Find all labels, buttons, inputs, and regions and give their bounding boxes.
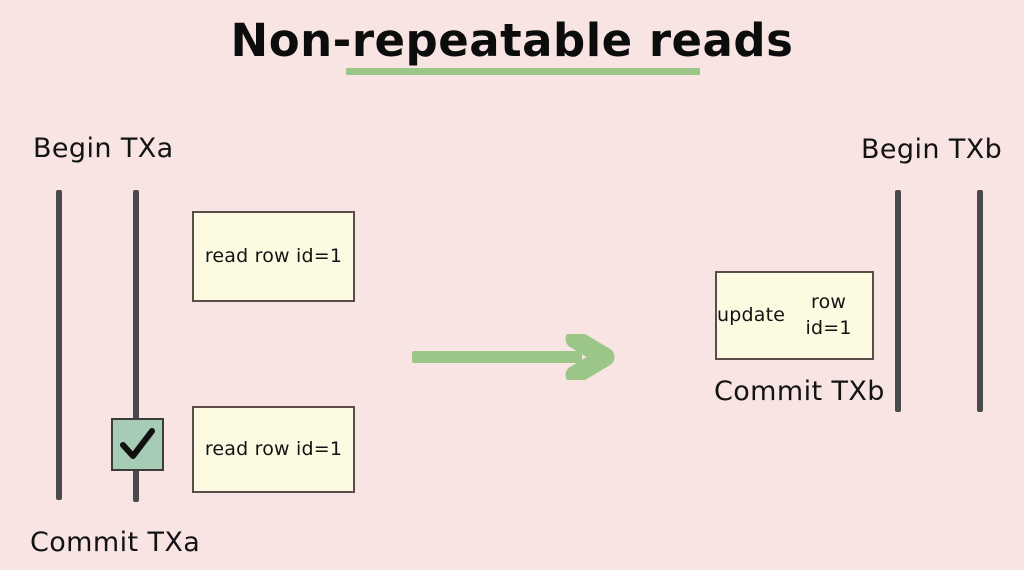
checkmark-icon <box>111 418 164 471</box>
operation-box-update: update row id=1 <box>715 271 874 360</box>
operation-update-line1: update <box>717 303 786 326</box>
timeline-txa-right <box>133 190 139 502</box>
label-begin-txb: Begin TXb <box>861 134 1003 165</box>
label-commit-txb: Commit TXb <box>714 376 885 407</box>
operation-update-line2: row id=1 <box>805 290 852 339</box>
timeline-txb-right <box>977 190 983 412</box>
operation-box-read-second: read row id=1 <box>192 406 355 493</box>
label-commit-txa: Commit TXa <box>30 527 201 558</box>
page-title: Non-repeatable reads <box>230 14 794 67</box>
right-arrow-icon <box>412 334 618 380</box>
title-underline <box>346 68 700 75</box>
label-begin-txa: Begin TXa <box>33 133 174 164</box>
timeline-txb-left <box>895 190 901 412</box>
timeline-txa-left <box>56 190 62 500</box>
operation-box-read-first: read row id=1 <box>192 211 355 302</box>
